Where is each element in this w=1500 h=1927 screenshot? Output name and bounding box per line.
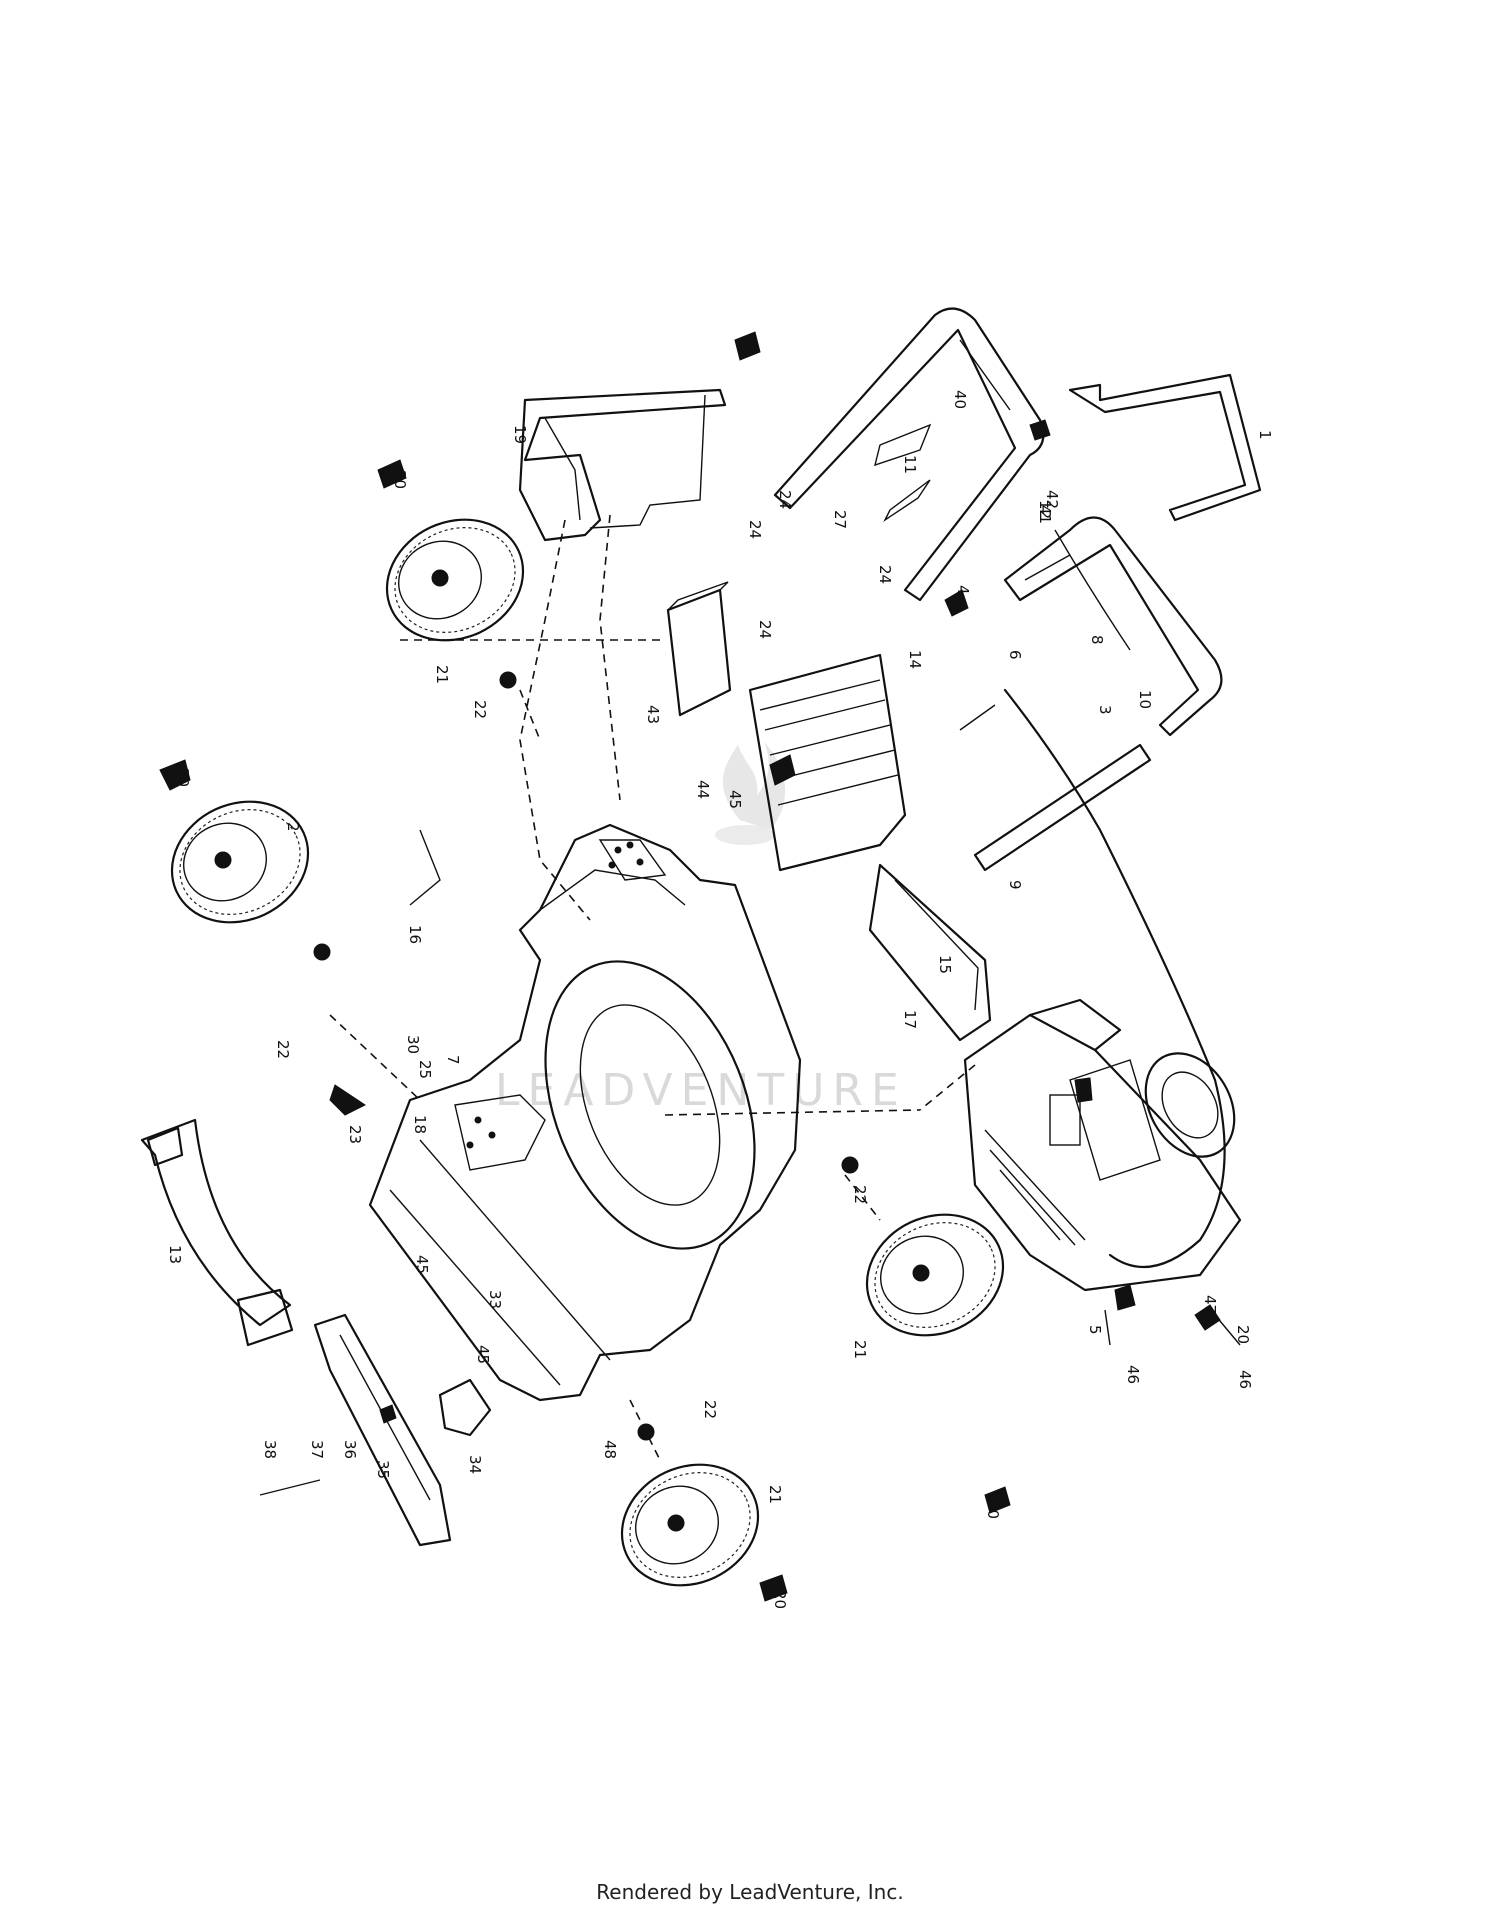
callout: 8: [1088, 635, 1106, 645]
assembly-lines: [259, 554, 1241, 1496]
callout: 38: [261, 1440, 279, 1459]
lower-handle-hidden: [519, 519, 591, 921]
callout: 9: [1006, 880, 1024, 890]
callout: 24: [746, 520, 764, 539]
callout: 25: [416, 1060, 434, 1079]
callout: 24: [876, 565, 894, 584]
callout: 12: [1036, 500, 1054, 519]
control-cable: [1003, 688, 1226, 1269]
watermark-text: LEADVENTURE: [495, 1065, 907, 1116]
callout: 30: [404, 1035, 422, 1054]
callout: 46: [1124, 1365, 1142, 1384]
callout: 20: [391, 470, 409, 489]
callout: 34: [466, 1455, 484, 1474]
callout: 45: [474, 1345, 492, 1364]
wheel-rear-left: [385, 518, 525, 642]
callout: 45: [413, 1255, 431, 1274]
callout: 20: [984, 1500, 1002, 1519]
hardware-bolts: [159, 331, 1221, 1602]
rear-flap-16: [868, 863, 992, 1042]
upper-handle-19: [518, 388, 727, 542]
callout: 3: [1096, 705, 1114, 715]
callout: 13: [166, 1245, 184, 1264]
callout: 33: [486, 1290, 504, 1309]
callout: 5: [1086, 1325, 1104, 1335]
callout: 22: [851, 1185, 869, 1204]
callout: 22: [701, 1400, 719, 1419]
wheel-front-right: [620, 1463, 760, 1587]
callout: 20: [771, 1590, 789, 1609]
callout: 20: [1234, 1325, 1252, 1344]
mulch-plug-43: [666, 581, 732, 717]
callout: 47: [1201, 1295, 1219, 1314]
callout: 10: [1136, 690, 1154, 709]
callout: 21: [851, 1340, 869, 1359]
callout-labels: 1 2 3 4 5 6 7 8 9 10 11 12 13 14 15 16 1…: [166, 390, 1274, 1609]
callout: 2: [284, 822, 302, 832]
callout: 17: [901, 1010, 919, 1029]
callout: 40: [951, 390, 969, 409]
callout: 6: [1006, 650, 1024, 660]
callout: 24: [756, 620, 774, 639]
grass-deflector-15: [748, 653, 907, 872]
callout: 15: [936, 955, 954, 974]
callout: 21: [766, 1485, 784, 1504]
bail-bracket-1: [1068, 373, 1262, 522]
callout: 48: [601, 1440, 619, 1459]
rear-baffle-13: [140, 1118, 294, 1347]
callout: 45: [726, 790, 744, 809]
callout: 46: [1236, 1370, 1254, 1389]
blade-adapter-34: [438, 1378, 492, 1437]
callout: 44: [694, 780, 712, 799]
callout: 4: [954, 585, 972, 595]
callout: 36: [341, 1440, 359, 1459]
callout: 27: [831, 510, 849, 529]
callout: 11: [901, 455, 919, 474]
callout: 18: [411, 1115, 429, 1134]
wheel-rear-right: [865, 1213, 1005, 1337]
callout: 19: [511, 425, 529, 444]
callout: 35: [374, 1460, 392, 1479]
callout: 41: [1036, 505, 1054, 524]
engine-35: [963, 998, 1242, 1292]
callout: 1: [1256, 430, 1274, 440]
callout: 14: [906, 650, 924, 669]
lower-handle: [973, 516, 1223, 872]
blade-35: [313, 1313, 452, 1547]
callout: 24: [776, 490, 794, 509]
mower-deck: [368, 823, 802, 1402]
callout: 42: [1043, 490, 1061, 509]
callout: 23: [346, 1125, 364, 1144]
callout: 16: [406, 925, 424, 944]
callout: 22: [274, 1040, 292, 1059]
wheel-front-left: [170, 800, 310, 924]
callout: 22: [471, 700, 489, 719]
footer-credit: Rendered by LeadVenture, Inc.: [596, 1880, 904, 1904]
callout: 21: [433, 665, 451, 684]
callout: 43: [644, 705, 662, 724]
watermark-logo: [715, 742, 786, 845]
callout: 7: [444, 1055, 462, 1065]
callout: 37: [308, 1440, 326, 1459]
callout: 20: [174, 768, 192, 787]
